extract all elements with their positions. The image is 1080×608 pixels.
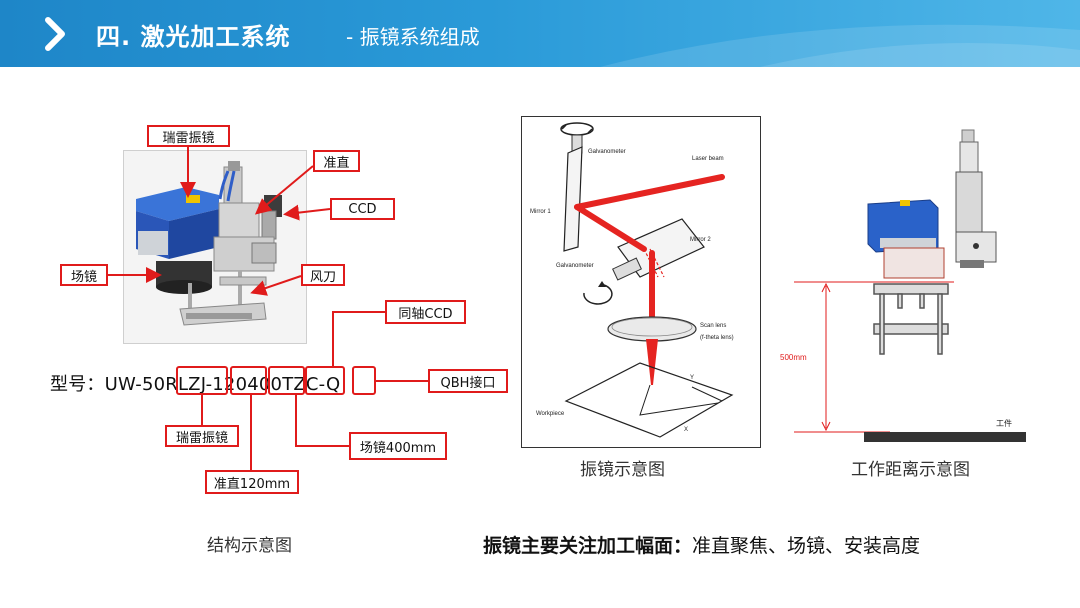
label-collimator-120: 准直120mm — [205, 470, 299, 494]
page-subtitle: - 振镜系统组成 — [346, 25, 480, 49]
caption-galvo: 振镜示意图 — [580, 460, 665, 480]
highlight-q — [352, 366, 376, 395]
model-code: RLZJ-120400TZC-Q — [165, 374, 341, 395]
label-air-knife: 风刀 — [301, 264, 345, 286]
label-galvo-head: 瑞雷振镜 — [147, 125, 230, 147]
highlight-120 — [230, 366, 267, 395]
workpiece-label: 工件 — [996, 418, 1012, 428]
diagram-label-scan-lens: Scan lens — [700, 323, 726, 329]
caption-distance: 工作距离示意图 — [851, 460, 970, 480]
model-prefix: 型号：UW-50 — [50, 374, 166, 395]
machine-photo — [123, 150, 307, 344]
diagram-label-ftheta: (f-theta lens) — [700, 335, 734, 341]
distance-label: 500mm — [780, 353, 807, 362]
diagram-label-workpiece: Workpiece — [536, 411, 565, 417]
highlight-rlzj — [176, 366, 228, 395]
label-ccd: CCD — [330, 198, 395, 220]
highlight-400 — [268, 366, 305, 395]
page-title: 四. 激光加工系统 — [96, 23, 291, 51]
label-collimator: 准直 — [313, 150, 360, 172]
model-number: 型号：UW-50RLZJ-120400TZC-Q — [50, 370, 340, 396]
diagram-label-galvanometer-mid: Galvanometer — [556, 263, 594, 269]
chevron-right-icon — [45, 17, 65, 51]
working-distance-diagram: 500mm 工件 — [780, 129, 1026, 442]
connector-lines — [108, 147, 428, 470]
label-qbh: QBH接口 — [428, 369, 508, 393]
galvo-diagram: Galvanometer Laser beam Mirror 1 Mirror … — [521, 116, 761, 448]
diagram-label-axis-x: X — [684, 427, 688, 433]
label-field-lens-400: 场镜400mm — [349, 432, 447, 460]
label-field-lens: 场镜 — [60, 264, 108, 286]
diagram-label-mirror1: Mirror 1 — [530, 209, 551, 215]
galvo-diagram-drawing: Galvanometer Laser beam Mirror 1 Mirror … — [530, 122, 734, 438]
label-coaxial-ccd: 同轴CCD — [385, 300, 466, 324]
diagram-label-laser-beam: Laser beam — [692, 156, 724, 162]
caption-structure: 结构示意图 — [207, 536, 292, 556]
diagram-label-axis-y: Y — [690, 375, 694, 381]
bottom-note: 振镜主要关注加工幅面：准直聚焦、场镜、安装高度 — [483, 531, 920, 558]
highlight-tzc — [305, 366, 345, 395]
note-bold: 振镜主要关注加工幅面： — [483, 535, 693, 557]
diagram-label-mirror2: Mirror 2 — [690, 237, 711, 243]
galvo-machine-illustration — [136, 161, 282, 326]
label-galvo-bottom: 瑞雷振镜 — [165, 425, 239, 447]
note-rest: 准直聚焦、场镜、安装高度 — [692, 535, 921, 557]
diagram-label-galvanometer-top: Galvanometer — [588, 149, 626, 155]
